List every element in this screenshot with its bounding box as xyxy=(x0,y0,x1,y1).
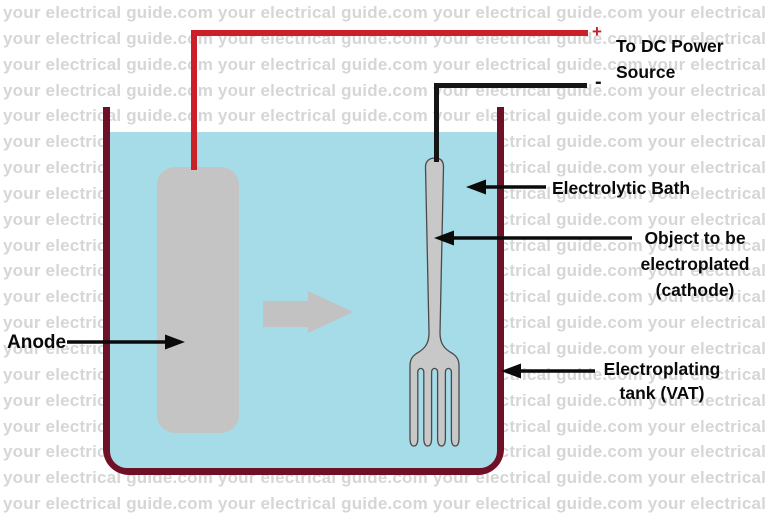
anode-pointer-arrow-icon xyxy=(67,334,185,350)
electroplating-tank-label: Electroplating tank (VAT) xyxy=(603,359,721,403)
anode-electrode xyxy=(157,167,239,433)
current-flow-arrow-icon xyxy=(263,291,353,333)
cathode-fork-object xyxy=(409,157,460,447)
plus-polarity-sign: + xyxy=(592,22,602,41)
dc-power-source-label: To DC Power Source xyxy=(616,36,724,82)
negative-wire-horizontal xyxy=(434,83,587,88)
object-pointer-arrow-icon xyxy=(434,230,632,246)
object-cathode-label: Object to be electroplated (cathode) xyxy=(640,228,750,300)
positive-wire-horizontal xyxy=(191,30,588,36)
bath-pointer-arrow-icon xyxy=(466,179,546,195)
anode-label: Anode xyxy=(7,332,67,353)
positive-wire-vertical xyxy=(191,30,197,170)
minus-polarity-sign: - xyxy=(595,71,602,93)
tank-pointer-arrow-icon xyxy=(501,363,595,379)
electrolytic-bath-label: Electrolytic Bath xyxy=(552,178,691,198)
watermark-row: your electrical guide.com your electrica… xyxy=(3,494,768,514)
watermark-row: your electrical guide.com your electrica… xyxy=(3,3,768,22)
negative-wire-vertical xyxy=(434,83,439,162)
